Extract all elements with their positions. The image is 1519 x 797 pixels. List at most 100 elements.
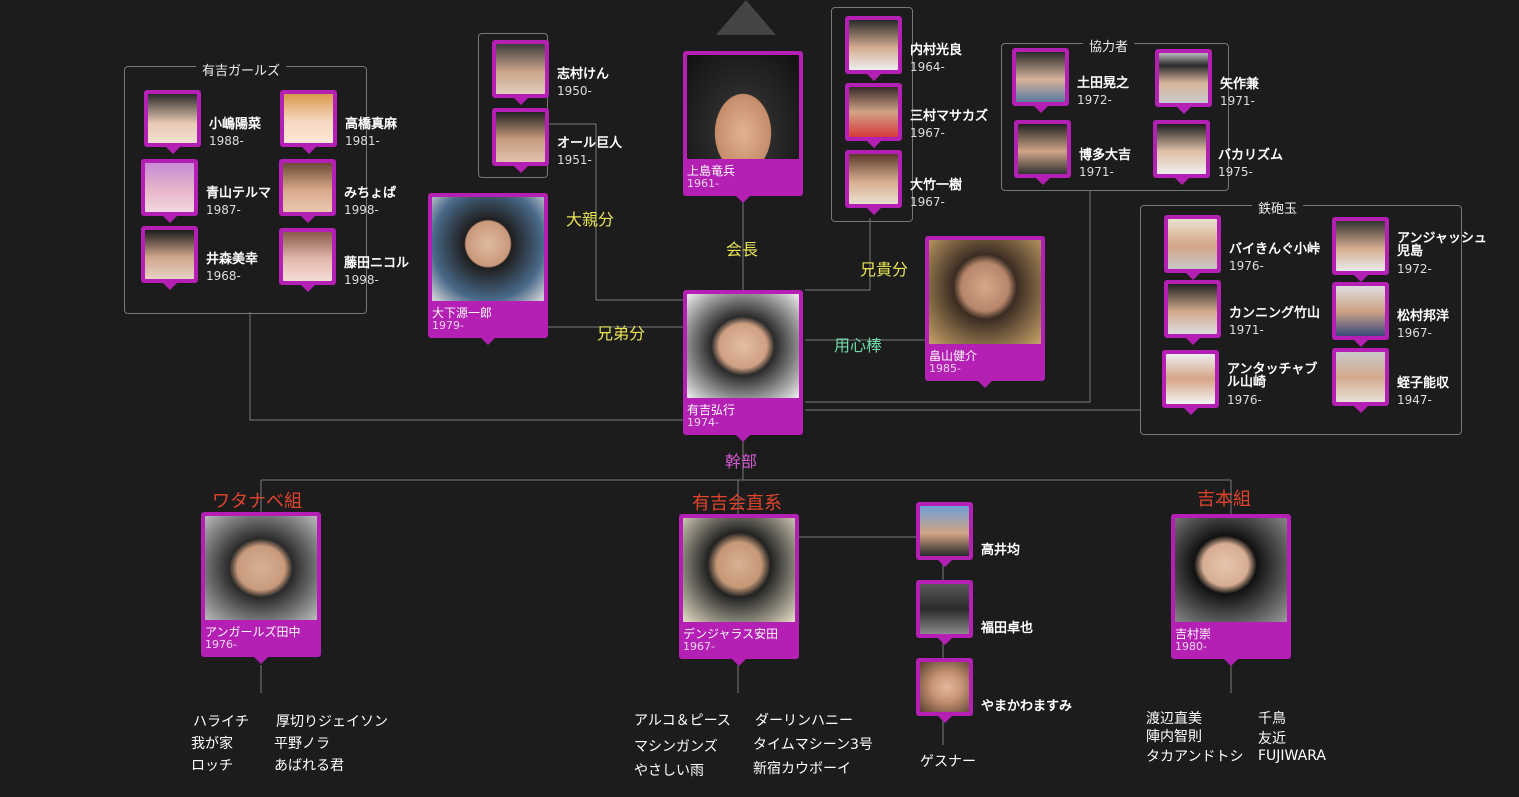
- relation-label-kaicho: 会長: [726, 240, 759, 259]
- photo: [1336, 352, 1385, 402]
- member-card-yamakawa[interactable]: [916, 658, 973, 723]
- card-ueshima[interactable]: 上島竜兵 1961-: [683, 51, 803, 203]
- member-year: 1975-: [1218, 165, 1253, 179]
- member-text: FUJIWARA: [1258, 748, 1326, 764]
- member-card-yahagi[interactable]: [1155, 49, 1212, 114]
- faction-title-ariyoshikai: 有吉会直系: [692, 493, 782, 514]
- member-year: 1967-: [1397, 326, 1432, 340]
- member-year: 1968-: [206, 269, 241, 283]
- member-year: 1971-: [1079, 165, 1114, 179]
- relation-label-kyodaibun: 兄弟分: [597, 324, 646, 343]
- photo: [1166, 354, 1215, 404]
- member-text: 陣内智則: [1146, 729, 1202, 745]
- member-text: 我が家: [191, 736, 233, 752]
- member-card-yamazaki[interactable]: [1162, 350, 1219, 415]
- photo: [849, 87, 898, 137]
- kyoryokusha-title: 協力者: [1083, 36, 1135, 55]
- photo: [1175, 518, 1287, 622]
- member-text: 友近: [1258, 731, 1286, 747]
- photo: [1336, 286, 1385, 336]
- member-name: 井森美幸: [206, 252, 259, 267]
- member-name: アンタッチャブル山崎: [1227, 362, 1318, 390]
- member-year: 1972-: [1077, 93, 1112, 107]
- member-name: アンジャッシュ児島: [1397, 231, 1487, 259]
- member-name: 福田卓也: [981, 621, 1034, 636]
- member-text: 千鳥: [1258, 711, 1286, 727]
- card-name: 畠山健介: [929, 349, 978, 363]
- member-text: ダーリンハニー: [755, 713, 853, 729]
- photo: [1168, 219, 1217, 269]
- member-text: 厚切りジェイソン: [276, 714, 388, 730]
- member-text: タカアンドトシ: [1146, 749, 1244, 765]
- faction-title-yoshimoto: 吉本組: [1197, 489, 1251, 510]
- member-card-takeyama[interactable]: [1164, 280, 1221, 345]
- member-year: 1950-: [557, 84, 592, 98]
- photo: [283, 163, 332, 212]
- member-year: 1967-: [910, 195, 945, 209]
- member-card-uchimura[interactable]: [845, 16, 902, 81]
- relation-label-kanbu: 幹部: [725, 452, 758, 471]
- card-year: 1974-: [687, 416, 719, 429]
- member-card-kojima[interactable]: [144, 90, 201, 154]
- photo: [849, 154, 898, 204]
- member-card-kojima-kazuya[interactable]: [1332, 217, 1389, 282]
- card-yasuda[interactable]: デンジャラス安田 1967-: [679, 514, 799, 666]
- member-card-ebisu[interactable]: [1332, 348, 1389, 413]
- card-hatakeyama[interactable]: 畠山健介 1985-: [925, 236, 1045, 388]
- member-name: 小嶋陽菜: [209, 117, 262, 132]
- member-card-fukuda[interactable]: [916, 580, 973, 645]
- card-name: 吉村崇: [1175, 627, 1212, 641]
- member-name: 藤田ニコル: [344, 256, 410, 271]
- member-text: アルコ＆ピース: [634, 713, 731, 729]
- photo: [432, 197, 544, 301]
- member-card-bakarhythm[interactable]: [1153, 120, 1210, 185]
- card-name: デンジャラス安田: [683, 627, 779, 641]
- member-name: 大竹一樹: [910, 178, 963, 193]
- card-name: 有吉弘行: [687, 403, 736, 417]
- member-year: 1987-: [206, 203, 241, 217]
- member-card-aoyama[interactable]: [141, 159, 198, 223]
- card-year: 1976-: [205, 638, 237, 651]
- member-name: 高井均: [981, 543, 1021, 558]
- member-card-shimura[interactable]: [492, 40, 549, 105]
- member-year: 1967-: [910, 126, 945, 140]
- photo: [148, 94, 197, 143]
- ariyoshi-girls-title: 有吉ガールズ: [196, 60, 287, 79]
- photo: [205, 516, 317, 620]
- member-card-ohl-kyojin[interactable]: [492, 108, 549, 173]
- member-card-matsumura[interactable]: [1332, 282, 1389, 347]
- member-card-takahashi[interactable]: [280, 90, 337, 154]
- member-card-tsuchida[interactable]: [1012, 48, 1069, 113]
- member-card-fujita[interactable]: [279, 228, 336, 292]
- member-name: 博多大吉: [1079, 148, 1132, 163]
- member-card-takai[interactable]: [916, 502, 973, 567]
- member-year: 1998-: [344, 203, 379, 217]
- dachou-box: [831, 7, 913, 222]
- photo: [849, 20, 898, 70]
- member-year: 1951-: [557, 153, 592, 167]
- card-yoshimura[interactable]: 吉村崇 1980-: [1171, 514, 1291, 666]
- card-oshita[interactable]: 大下源一郎 1979-: [428, 193, 548, 345]
- member-card-michopa[interactable]: [279, 159, 336, 223]
- member-text: タイムマシーン3号: [753, 737, 873, 753]
- photo: [1159, 53, 1208, 103]
- member-card-otake[interactable]: [845, 150, 902, 215]
- member-text: ロッチ: [191, 758, 233, 774]
- member-card-mimura[interactable]: [845, 83, 902, 148]
- teppodama-title: 鉄砲玉: [1252, 198, 1304, 217]
- member-name: 三村マサカズ: [910, 109, 989, 124]
- elders-box: [478, 33, 548, 178]
- card-tanaka[interactable]: アンガールズ田中 1976-: [201, 512, 321, 664]
- member-card-imori[interactable]: [141, 226, 198, 290]
- member-name: 高橋真麻: [345, 117, 398, 132]
- member-card-hakata-daikichi[interactable]: [1014, 120, 1071, 185]
- member-name: 志村けん: [557, 67, 610, 82]
- card-ariyoshi[interactable]: 有吉弘行 1974-: [683, 290, 803, 442]
- member-card-kotouge[interactable]: [1164, 215, 1221, 280]
- photo: [920, 662, 969, 712]
- member-text: 新宿カウボーイ: [753, 761, 851, 777]
- member-name: バイきんぐ小峠: [1229, 242, 1321, 257]
- card-year: 1961-: [687, 177, 719, 190]
- scroll-up-arrow[interactable]: [716, 0, 776, 35]
